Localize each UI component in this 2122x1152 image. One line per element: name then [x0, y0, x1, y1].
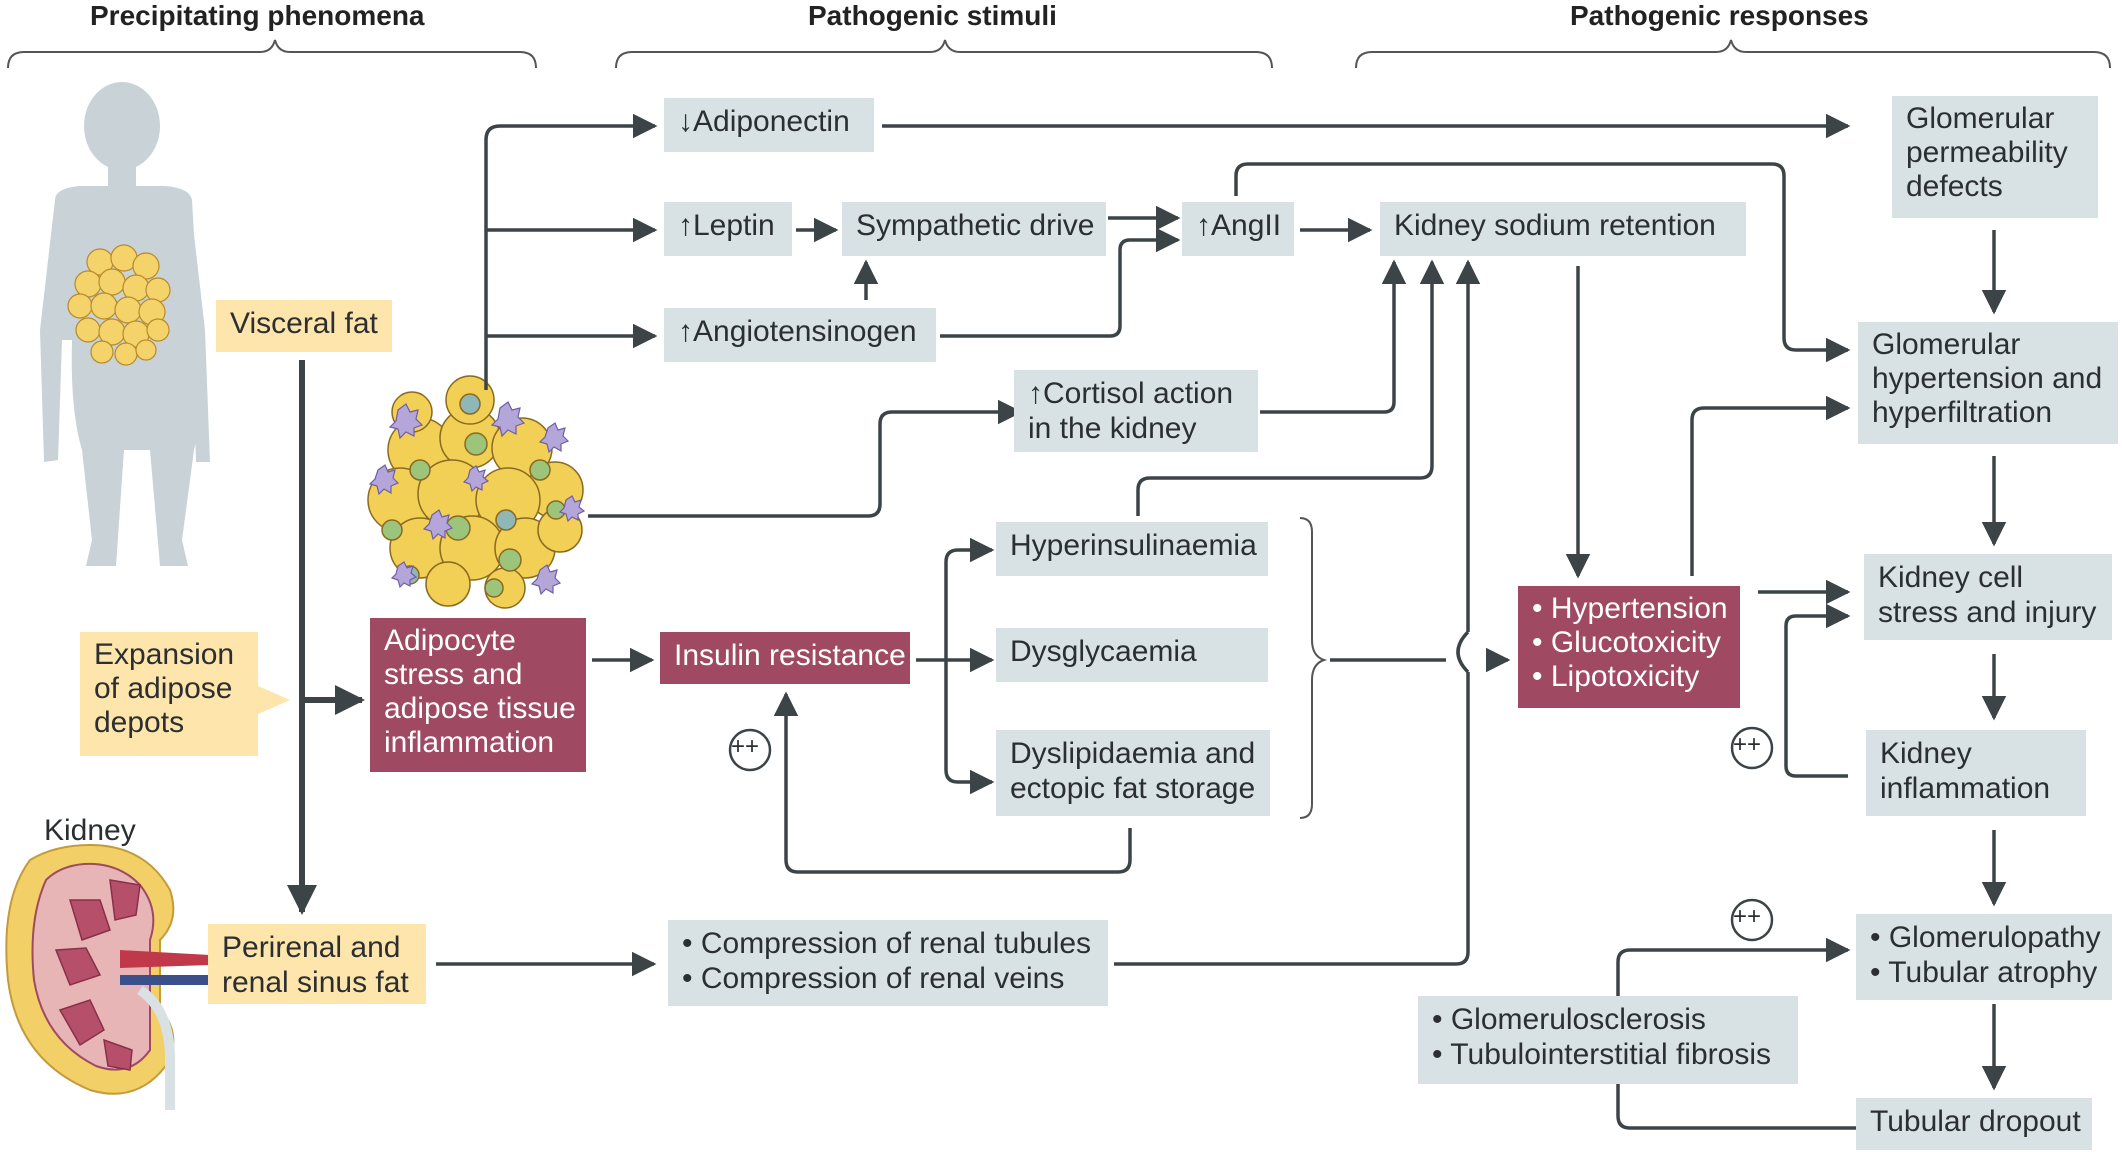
insulin-resistance-label: Insulin resistance: [674, 639, 906, 672]
adipocyte-stress-box: Adipocyte stress and adipose tissue infl…: [370, 618, 586, 772]
permeability-line-1: Glomerular: [1906, 102, 2055, 135]
adipocyte-line-1: Adipocyte: [384, 624, 516, 657]
angii-label: ↑AngII: [1196, 209, 1282, 242]
hyperinsulinaemia-box: Hyperinsulinaemia: [996, 522, 1268, 576]
angiotensinogen-box: ↑Angiotensinogen: [664, 308, 936, 362]
dyslipidaemia-line-1: Dyslipidaemia and: [1010, 737, 1256, 770]
header-braces: [7, 39, 2111, 69]
header-stimuli: Pathogenic stimuli: [808, 0, 1057, 31]
dysglycaemia-box: Dysglycaemia: [996, 628, 1268, 682]
dysglycaemia-label: Dysglycaemia: [1010, 635, 1197, 668]
kidney-label: Kidney: [44, 814, 136, 847]
feedback-marker-inflammation: ++: [1733, 731, 1762, 758]
perirenal-line-2: renal sinus fat: [222, 966, 409, 999]
adipocyte-line-2: stress and: [384, 658, 523, 691]
glom-hyper-line-3: hyperfiltration: [1872, 396, 2053, 429]
cortisol-line-1: ↑Cortisol action: [1028, 377, 1234, 410]
adiponectin-label: ↓Adiponectin: [678, 105, 850, 138]
cell-stress-line-2: stress and injury: [1878, 596, 2097, 629]
kidney-inflammation-box: Kidney inflammation: [1866, 730, 2086, 816]
curly-bracket: [1299, 517, 1328, 819]
sclerosis-line-1: • Glomerulosclerosis: [1432, 1003, 1706, 1036]
arrows: [287, 113, 2007, 1130]
header-responses: Pathogenic responses: [1570, 0, 1869, 31]
cortisol-box: ↑Cortisol action in the kidney: [1014, 370, 1258, 452]
sympathetic-label: Sympathetic drive: [856, 209, 1095, 242]
adipocyte-line-3: adipose tissue: [384, 692, 576, 725]
header-precipitating: Precipitating phenomena: [90, 0, 425, 31]
glomerular-hypertension-box: Glomerular hypertension and hyperfiltrat…: [1858, 322, 2118, 444]
hyperinsulinaemia-label: Hyperinsulinaemia: [1010, 529, 1257, 562]
leptin-box: ↑Leptin: [664, 202, 792, 256]
immune-cells-icon: [368, 401, 586, 596]
cell-stress-box: Kidney cell stress and injury: [1864, 554, 2112, 640]
visceral-fat-label: Visceral fat: [230, 307, 378, 340]
angiotensinogen-label: ↑Angiotensinogen: [678, 315, 917, 348]
expansion-line-1: Expansion: [94, 638, 235, 671]
body-silhouette-icon: [40, 82, 210, 566]
plus-circles: [728, 726, 1774, 942]
glomerulopathy-box: • Glomerulopathy • Tubular atrophy: [1856, 914, 2112, 1000]
expansion-line-3: depots: [94, 706, 185, 739]
permeability-line-2: permeability: [1906, 136, 2068, 169]
adipocyte-line-4: inflammation: [384, 726, 555, 759]
inflammation-line-1: Kidney: [1880, 737, 1972, 770]
perirenal-line-1: Perirenal and: [222, 931, 401, 964]
perirenal-box: Perirenal and renal sinus fat: [208, 924, 426, 1004]
permeability-box: Glomerular permeability defects: [1892, 96, 2098, 218]
triad-line-1: • Hypertension: [1532, 592, 1728, 625]
triad-line-3: • Lipotoxicity: [1532, 660, 1700, 693]
kidney-icon: [5, 843, 210, 1110]
visceral-fat-box: Visceral fat: [216, 300, 392, 352]
angii-box: ↑AngII: [1182, 202, 1294, 256]
visceral-fat-cluster-icon: [67, 244, 171, 366]
sodium-retention-box: Kidney sodium retention: [1380, 202, 1746, 256]
compression-box: • Compression of renal tubules • Compres…: [668, 920, 1108, 1006]
sympathetic-box: Sympathetic drive: [842, 202, 1106, 256]
compression-line-1: • Compression of renal tubules: [682, 927, 1092, 960]
feedback-marker-insulin: ++: [731, 733, 760, 760]
sclerosis-box: • Glomerulosclerosis • Tubulointerstitia…: [1418, 996, 1798, 1084]
compression-line-2: • Compression of renal veins: [682, 962, 1065, 995]
permeability-line-3: defects: [1906, 170, 2003, 203]
glomerulopathy-line-2: • Tubular atrophy: [1870, 956, 2098, 989]
tubular-dropout-label: Tubular dropout: [1870, 1105, 2081, 1138]
glomerulopathy-line-1: • Glomerulopathy: [1870, 921, 2101, 954]
expansion-line-2: of adipose: [94, 672, 233, 705]
leptin-label: ↑Leptin: [678, 209, 775, 242]
cortisol-line-2: in the kidney: [1028, 412, 1197, 445]
sodium-retention-label: Kidney sodium retention: [1394, 209, 1716, 242]
expansion-box: Expansion of adipose depots: [80, 632, 258, 756]
inflammation-line-2: inflammation: [1880, 772, 2051, 805]
hypertension-triad-box: • Hypertension • Glucotoxicity • Lipotox…: [1518, 586, 1740, 708]
dyslipidaemia-line-2: ectopic fat storage: [1010, 772, 1256, 805]
sclerosis-line-2: • Tubulointerstitial fibrosis: [1432, 1038, 1771, 1071]
tubular-dropout-box: Tubular dropout: [1856, 1098, 2092, 1150]
glom-hyper-line-2: hypertension and: [1872, 362, 2103, 395]
dyslipidaemia-box: Dyslipidaemia and ectopic fat storage: [996, 730, 1270, 816]
insulin-resistance-box: Insulin resistance: [660, 632, 910, 684]
callout-pointer: [258, 686, 290, 714]
feedback-marker-sclerosis: ++: [1733, 903, 1762, 930]
triad-line-2: • Glucotoxicity: [1532, 626, 1721, 659]
adiponectin-box: ↓Adiponectin: [664, 98, 874, 152]
glom-hyper-line-1: Glomerular: [1872, 328, 2021, 361]
cell-stress-line-1: Kidney cell: [1878, 561, 2024, 594]
